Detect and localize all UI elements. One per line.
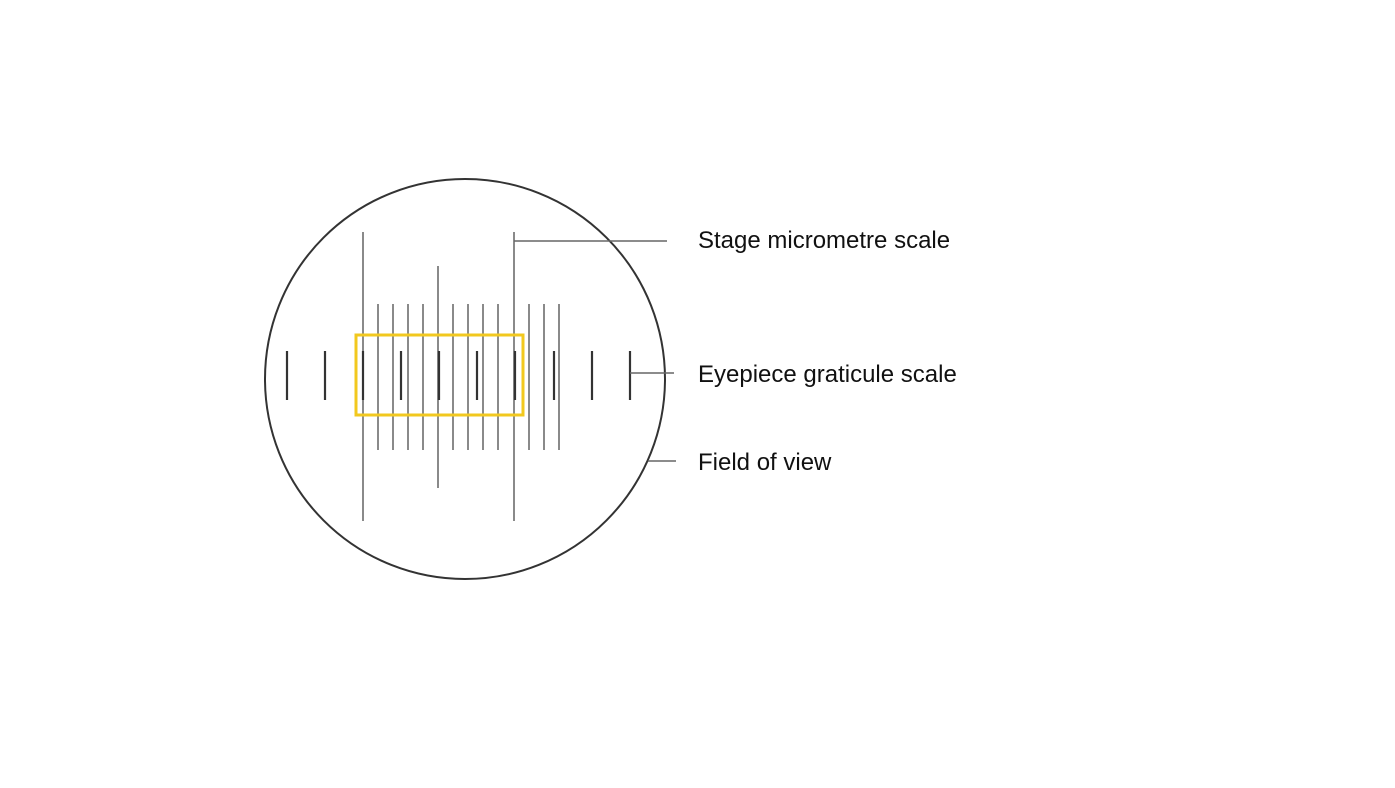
eyepiece-graticule-ticks [285, 351, 632, 400]
stage-micrometre-lines [362, 232, 560, 521]
field-of-view-circle [264, 178, 666, 580]
highlight-box [354, 333, 525, 417]
stage-micrometre-scale-label: Stage micrometre scale [698, 227, 951, 254]
field-of-view-label: Field of view [698, 449, 832, 476]
eyepiece-graticule-scale-label: Eyepiece graticule scale [698, 361, 957, 388]
